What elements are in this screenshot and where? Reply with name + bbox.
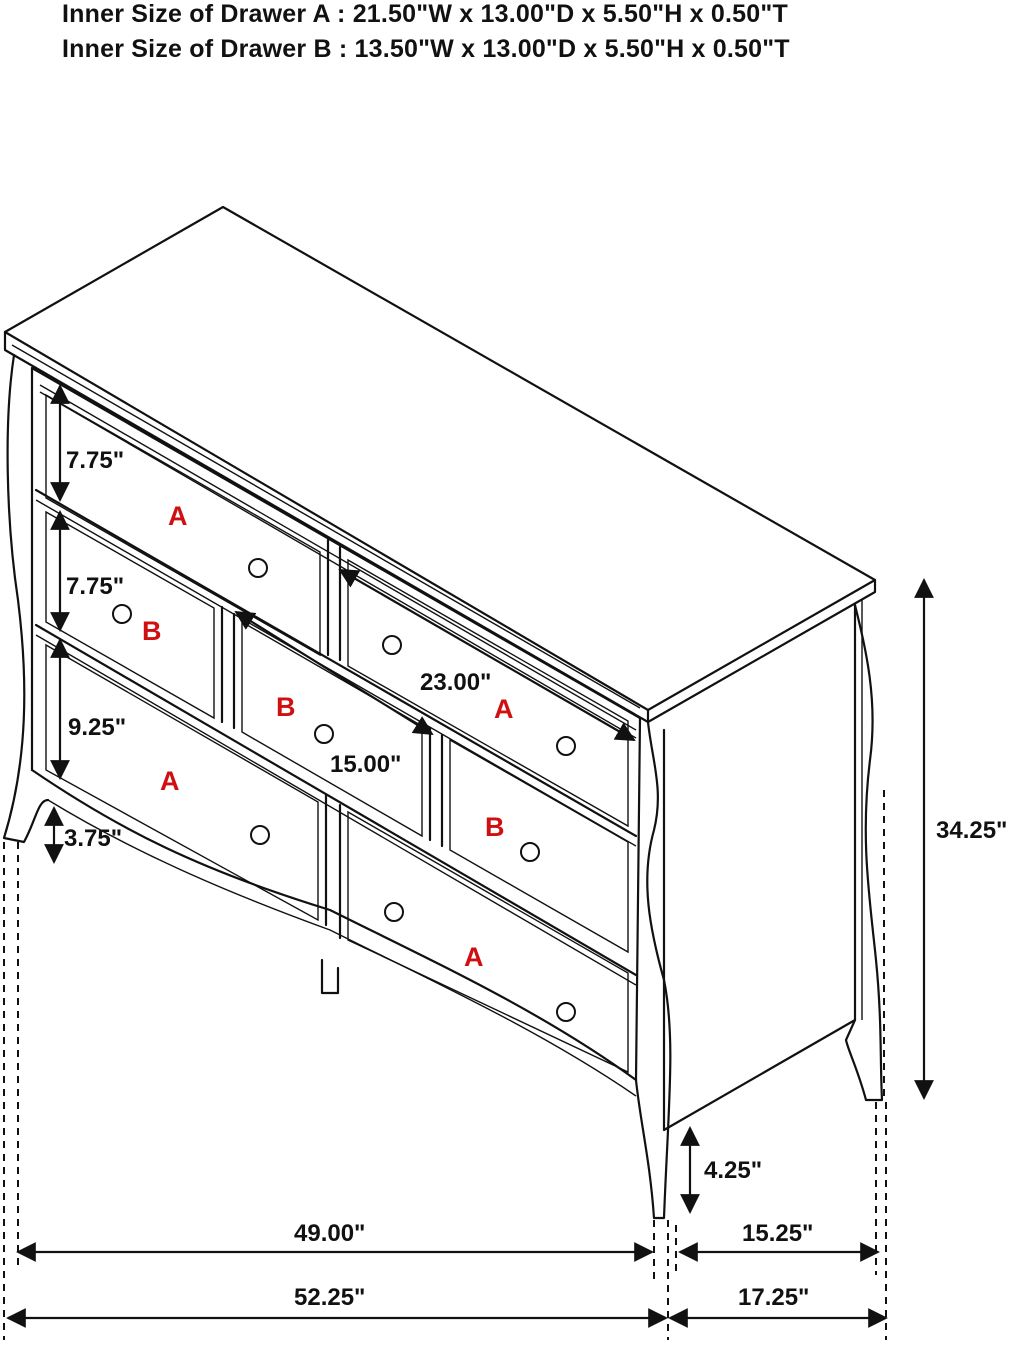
dim-drawer-b-width: 15.00" xyxy=(330,751,401,778)
dimension-arrows xyxy=(6,384,934,1328)
dim-body-depth: 15.25" xyxy=(742,1220,813,1247)
dresser-outline xyxy=(2,205,884,1220)
drawer-label-bottom-left: A xyxy=(160,766,180,796)
knob xyxy=(112,604,132,624)
dim-drawer1-height: 7.75" xyxy=(66,447,124,474)
drawer-front-mid-left xyxy=(45,510,215,720)
knob xyxy=(556,1002,576,1022)
back-right-leg xyxy=(844,603,884,1102)
knob xyxy=(520,842,540,862)
front-right-leg xyxy=(634,720,672,1220)
extension-lines xyxy=(3,790,887,1340)
knob xyxy=(382,635,402,655)
dim-leg-clearance-front: 3.75" xyxy=(64,825,122,852)
front-left-leg xyxy=(2,353,50,844)
drawer-label-mid-left: B xyxy=(142,616,162,646)
drawer-front-bottom-right xyxy=(347,810,629,1074)
knob xyxy=(248,558,268,578)
knob xyxy=(384,902,404,922)
dim-leg-clearance-side: 4.25" xyxy=(704,1157,762,1184)
dim-total-height: 34.25" xyxy=(936,817,1007,844)
knob xyxy=(556,736,576,756)
knob xyxy=(314,724,334,744)
front-apron xyxy=(30,768,638,1082)
dim-body-width: 49.00" xyxy=(294,1220,365,1247)
dresser-top xyxy=(3,205,877,712)
dim-drawer2-height: 7.75" xyxy=(66,573,124,600)
dim-drawer3-height: 9.25" xyxy=(68,714,126,741)
drawer-label-bottom-right: A xyxy=(464,942,484,972)
drawer-label-mid-right: B xyxy=(485,812,505,842)
drawer-label-top-left: A xyxy=(168,501,188,531)
drawer-b-inner-size: Inner Size of Drawer B : 13.50"W x 13.00… xyxy=(62,35,790,63)
drawer-label-mid-center: B xyxy=(276,692,296,722)
dim-overall-width: 52.25" xyxy=(294,1284,365,1311)
drawer-label-top-right: A xyxy=(494,694,514,724)
drawer-front-mid-right xyxy=(449,738,629,954)
drawer-front-bottom-left xyxy=(45,643,319,922)
dim-overall-depth: 17.25" xyxy=(738,1284,809,1311)
drawer-a-inner-size: Inner Size of Drawer A : 21.50"W x 13.00… xyxy=(62,0,788,28)
knob xyxy=(250,825,270,845)
dim-drawer-a-width: 23.00" xyxy=(420,669,491,696)
